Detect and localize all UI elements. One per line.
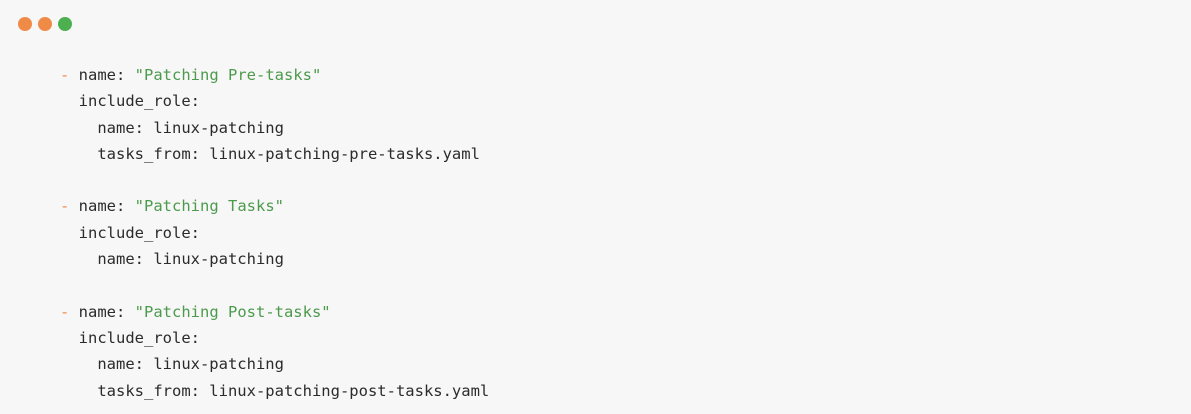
code-line: name: linux-patching — [60, 246, 489, 272]
list-dash: - — [60, 197, 70, 216]
code-text: include_role: — [78, 328, 200, 347]
code-line: - name: "Patching Tasks" — [60, 193, 489, 219]
code-indent — [60, 382, 97, 400]
code-indent — [60, 250, 97, 268]
code-line: tasks_from: linux-patching-pre-tasks.yam… — [60, 141, 489, 167]
code-text: include_role: — [78, 223, 200, 242]
code-key: name: — [69, 66, 135, 84]
code-indent — [60, 119, 97, 137]
code-indent — [60, 355, 97, 373]
code-string: "Patching Pre-tasks" — [134, 66, 322, 84]
code-indent — [60, 92, 79, 110]
list-dash: - — [60, 66, 70, 84]
code-string: "Patching Tasks" — [134, 197, 284, 216]
code-line: tasks_from: linux-patching-post-tasks.ya… — [60, 378, 489, 404]
code-key: name: — [69, 197, 135, 216]
code-line: include_role: — [60, 88, 489, 114]
code-line: - name: "Patching Post-tasks" — [60, 299, 489, 325]
code-text: name: linux-patching — [97, 355, 284, 374]
code-indent — [60, 329, 79, 347]
code-line: include_role: — [60, 325, 489, 351]
code-text: tasks_from: linux-patching-pre-tasks.yam… — [97, 144, 480, 163]
code-line: include_role: — [60, 220, 489, 246]
code-text: name: linux-patching — [97, 250, 284, 269]
code-block: - name: "Patching Pre-tasks" include_rol… — [60, 62, 489, 404]
code-line — [60, 167, 489, 193]
code-text: tasks_from: linux-patching-post-tasks.ya… — [97, 381, 490, 400]
maximize-dot-icon[interactable] — [58, 17, 72, 31]
code-indent — [60, 224, 79, 242]
list-dash: - — [60, 302, 70, 321]
window-controls — [18, 17, 72, 31]
code-line: name: linux-patching — [60, 115, 489, 141]
code-line: - name: "Patching Pre-tasks" — [60, 62, 489, 88]
code-text: name: linux-patching — [97, 118, 284, 137]
code-line — [60, 272, 489, 298]
code-indent — [60, 145, 97, 163]
code-string: "Patching Post-tasks" — [134, 302, 331, 321]
minimize-dot-icon[interactable] — [38, 17, 52, 31]
code-key: name: — [69, 302, 135, 321]
code-line: name: linux-patching — [60, 351, 489, 377]
code-text: include_role: — [78, 92, 200, 111]
close-dot-icon[interactable] — [18, 17, 32, 31]
